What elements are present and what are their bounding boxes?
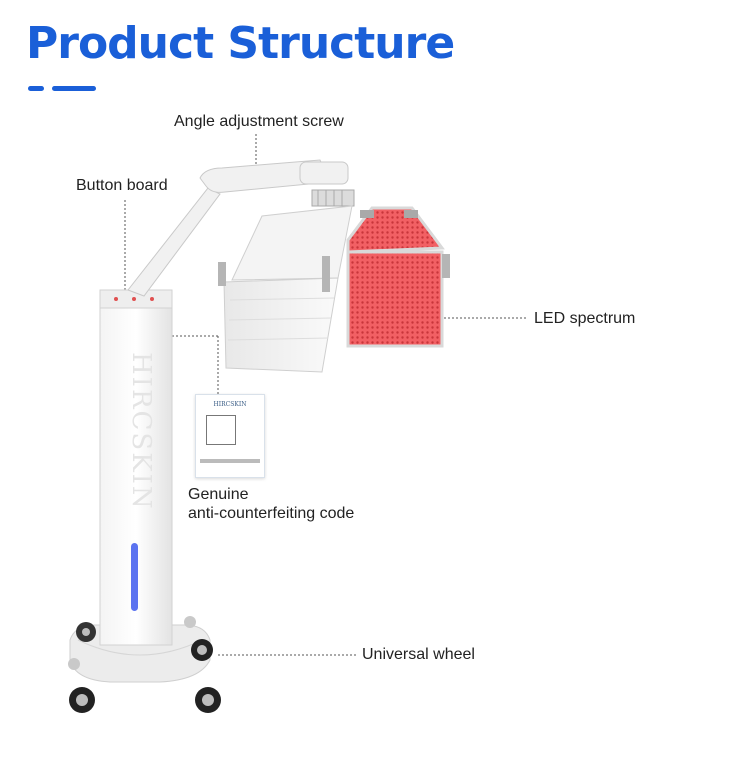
label-anti-counterfeiting-code: Genuine anti-counterfeiting code (188, 485, 354, 523)
label-led-spectrum: LED spectrum (534, 310, 635, 328)
label-button-board: Button board (76, 177, 168, 195)
qr-code-icon (206, 415, 236, 445)
qr-card-footer (200, 459, 260, 463)
led-panel (348, 208, 450, 346)
angle-adjust-joint (312, 190, 354, 206)
qr-card-brand: HIRCSKIN (196, 401, 264, 408)
anti-counterfeit-qr-card: HIRCSKIN (195, 394, 265, 478)
label-genuine-line1: Genuine (188, 485, 354, 504)
main-tower: HIRCSKIN (100, 290, 172, 645)
white-panel (218, 206, 352, 372)
label-universal-wheel: Universal wheel (362, 646, 475, 664)
label-genuine-line2: anti-counterfeiting code (188, 504, 354, 523)
label-angle-adjustment-screw: Angle adjustment screw (174, 113, 344, 131)
svg-text:HIRCSKIN: HIRCSKIN (126, 352, 156, 511)
